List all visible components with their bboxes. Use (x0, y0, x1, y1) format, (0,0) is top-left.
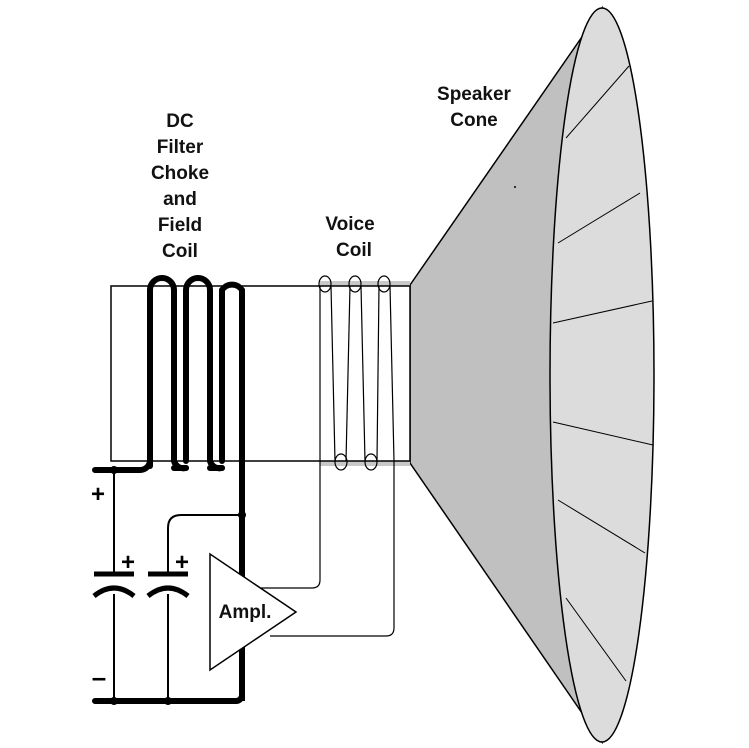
voice-label-line-1: Voice (325, 214, 374, 235)
speaker-cone-mouth (549, 7, 655, 743)
choke-label-line-6: Coil (162, 241, 198, 262)
cap1-plus-sign: + (121, 549, 135, 576)
choke-label-line-3: Choke (151, 163, 209, 184)
speaker-label-line-2: Cone (450, 110, 498, 131)
junction-right (238, 511, 246, 519)
voice-coil (318, 275, 395, 471)
cap2-plus-sign: + (175, 549, 189, 576)
junction-bottom-2 (164, 697, 172, 705)
supply-minus-sign: – (92, 662, 106, 692)
amplifier-label: Ampl. (219, 602, 272, 623)
speaker-label-line-1: Speaker (437, 84, 512, 105)
former-band-top (320, 281, 410, 286)
voice-label-line-2: Coil (336, 240, 372, 261)
junction-top (110, 466, 118, 474)
capacitor-1 (92, 571, 136, 599)
magnet-core (110, 285, 411, 462)
capacitor-branches (113, 470, 242, 701)
choke-label-line-2: Filter (157, 137, 204, 158)
choke-label-line-1: DC (166, 111, 194, 132)
speaker-cone-ribs (552, 65, 654, 682)
capacitor-2 (146, 571, 190, 599)
junction-bottom-1 (110, 697, 118, 705)
choke-label-line-4: and (163, 189, 197, 210)
choke-label-line-5: Field (158, 215, 202, 236)
amplifier (209, 552, 298, 672)
supply-plus-sign: + (91, 481, 105, 508)
voice-coil-leads (260, 461, 395, 637)
cone-dot (514, 186, 516, 188)
